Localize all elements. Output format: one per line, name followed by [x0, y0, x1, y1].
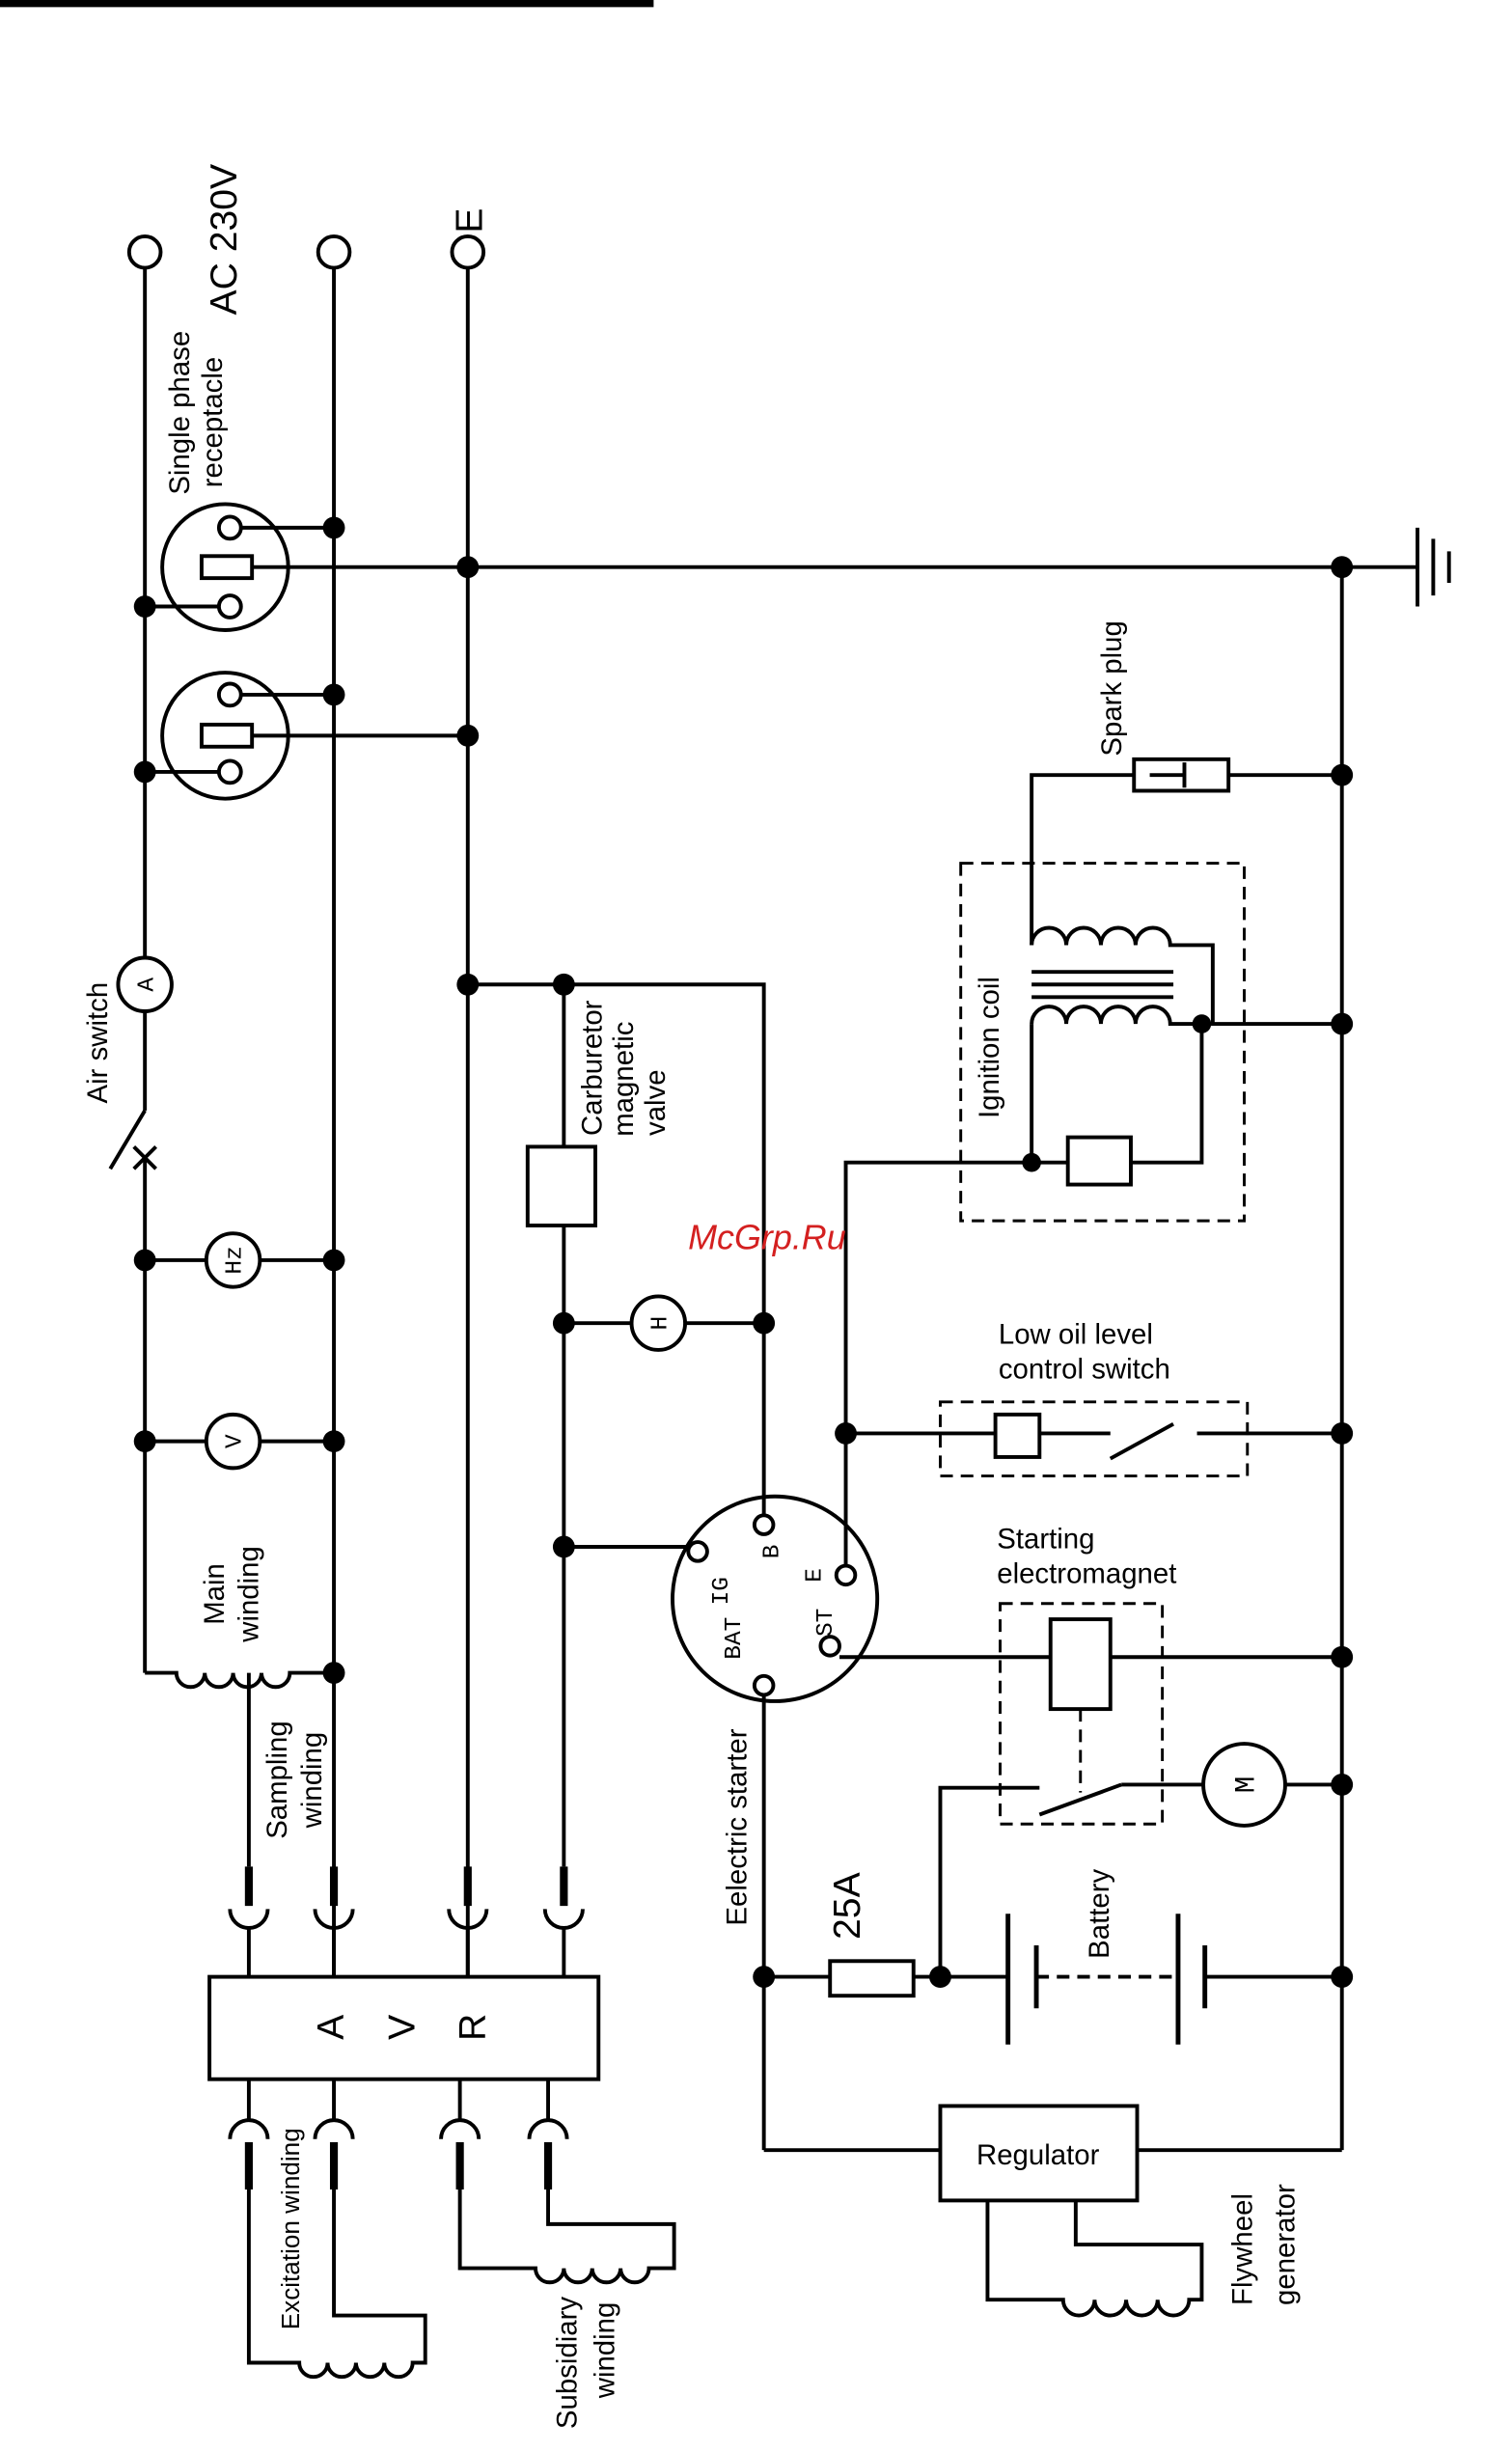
starter-key-switch: B IG E ST BAT [671, 1494, 880, 1703]
excitation-winding-coil [246, 2189, 427, 2380]
svg-text:A: A [134, 978, 160, 992]
svg-text:H: H [647, 1316, 674, 1331]
avr-connectors-top [228, 1866, 585, 1977]
air-switch-label: Air switch [82, 982, 114, 1104]
carburetor-label-2: magnetic [608, 1022, 640, 1137]
starting-electromagnet [839, 1602, 1342, 1977]
starting-em-label-2: electromagnet [997, 1558, 1176, 1590]
receptacle-label: Single phase [164, 331, 196, 495]
watermark: McGrp.Ru [688, 1217, 846, 1256]
avr-box [207, 1974, 601, 2081]
carburetor-label-3: valve [640, 1069, 672, 1136]
flywheel-label: Flywheel [1227, 2193, 1259, 2305]
svg-text:B: B [759, 1545, 785, 1559]
svg-text:IG: IG [709, 1577, 735, 1605]
receptacle-1 [145, 502, 1342, 632]
sampling-winding-label: Sampling [261, 1721, 293, 1838]
receptacle-label-2: receptacle [197, 357, 229, 488]
svg-text:Hz: Hz [223, 1246, 249, 1274]
svg-text:E: E [802, 1568, 828, 1583]
regulator-box [938, 2104, 1140, 2203]
avr-r: R [453, 2014, 494, 2041]
regulator-label: Regulator [976, 2139, 1100, 2171]
spark-plug-label: Spark plug [1096, 620, 1128, 756]
main-winding-label: Main [199, 1563, 231, 1625]
fuse-label: 25A [827, 1871, 868, 1940]
junction-dots [133, 516, 1354, 1989]
avr-v: V [381, 2015, 423, 2040]
ignition-coil-box [959, 862, 1246, 1223]
electric-starter-label: Eelectric starter [722, 1728, 754, 1925]
svg-text:ST: ST [813, 1609, 839, 1637]
terminal-e [450, 234, 486, 270]
carburetor-label: Carburetor [577, 1000, 609, 1136]
low-oil-label-2: control switch [999, 1353, 1170, 1385]
terminal-n [316, 234, 352, 270]
ac-buses [108, 234, 486, 1977]
hour-meter-icon: H [629, 1294, 688, 1352]
low-oil-switch [845, 1400, 1342, 1478]
subsidiary-winding-label: Subsidiary [551, 2297, 583, 2429]
avr-a: A [311, 2014, 352, 2040]
hz-meter-icon: Hz [145, 1231, 335, 1289]
ammeter-icon: A [116, 955, 174, 1013]
subsidiary-winding-label-2: winding [590, 2302, 621, 2400]
flywheel-label-2: generator [1270, 2184, 1302, 2305]
main-winding-coil [145, 1670, 335, 1867]
subsidiary-winding-coil [457, 2189, 676, 2285]
ac-voltage-label: AC 230V [204, 164, 245, 316]
svg-text:V: V [223, 1434, 249, 1448]
main-winding-label-2: winding [234, 1546, 265, 1643]
battery-circuit [761, 1694, 1342, 2151]
svg-text:M: M [1230, 1776, 1262, 1794]
carburetor-valve [525, 1144, 597, 1227]
terminal-l [126, 234, 163, 270]
earth-label: E [449, 208, 490, 234]
sampling-winding-label-2: winding [296, 1732, 328, 1830]
ignition-coil-label: Ignition coil [974, 977, 1005, 1118]
low-oil-label: Low oil level [999, 1318, 1153, 1350]
avr-connectors-bottom [228, 2079, 569, 2189]
battery-label: Battery [1084, 1868, 1115, 1958]
voltmeter-icon: V [145, 1412, 335, 1471]
fuse [828, 1959, 916, 1998]
excitation-winding-label: Excitation winding [276, 2128, 305, 2329]
receptacle-2 [145, 671, 468, 801]
ground-icon [1341, 527, 1451, 607]
ignition-circuit [843, 757, 1342, 1566]
svg-text:BAT: BAT [722, 1617, 748, 1660]
starter-motor-icon: M [1201, 1742, 1287, 1828]
regulator-circuit [763, 2104, 1342, 2318]
starting-em-label: Starting [997, 1524, 1094, 1556]
